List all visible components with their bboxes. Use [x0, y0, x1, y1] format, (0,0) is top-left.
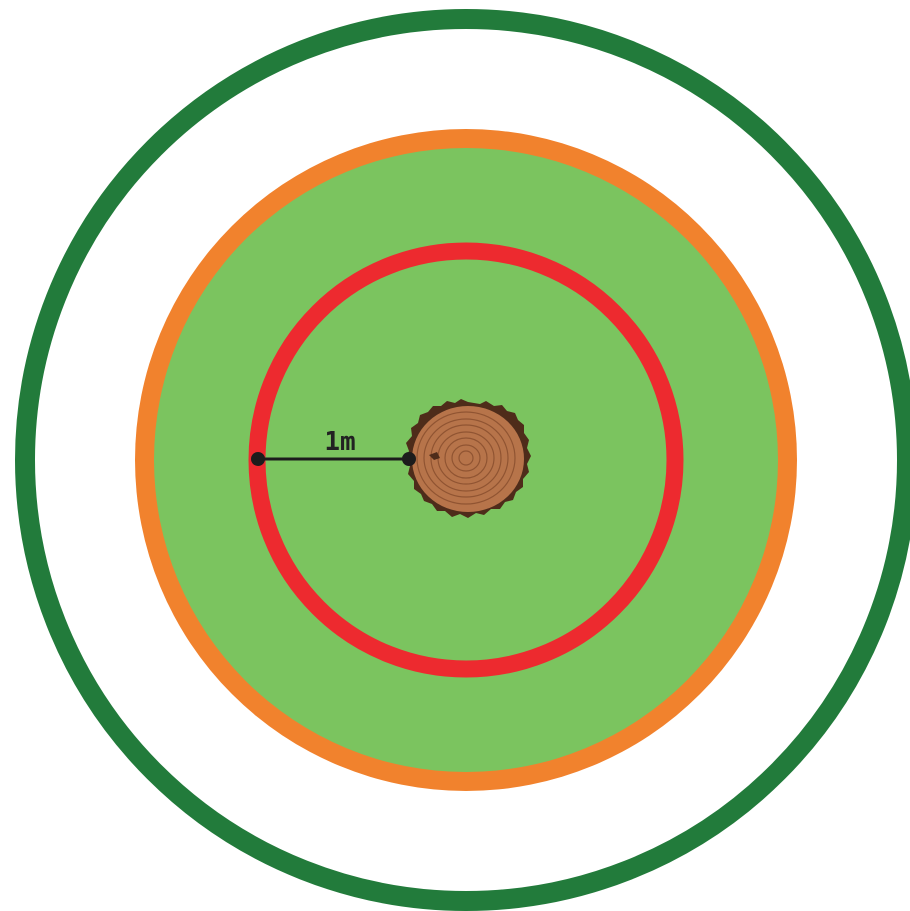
radius-endpoint-outer [251, 452, 265, 466]
outer-zone-ring [15, 9, 910, 911]
measurement-label: 1m [324, 427, 355, 457]
radius-endpoint-trunk [402, 452, 416, 466]
tree-stump-icon [405, 399, 531, 518]
